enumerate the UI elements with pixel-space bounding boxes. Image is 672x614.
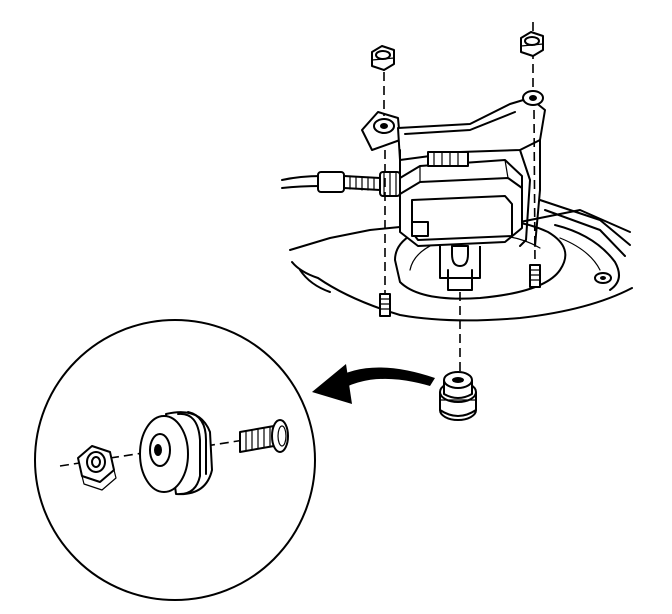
curved-arrow-icon [312, 364, 435, 404]
mounting-nut-right [520, 31, 544, 57]
detail-view [34, 319, 316, 601]
isolator-grommet [439, 371, 477, 421]
mounting-stud-left [379, 293, 391, 317]
detail-bolt [239, 419, 289, 453]
module-housing [399, 151, 523, 291]
detail-nut [77, 445, 117, 491]
detail-grommet [139, 411, 213, 496]
module-bracket [361, 90, 546, 247]
mounting-nut-left [371, 45, 395, 71]
control-cable [281, 171, 401, 197]
mounting-stud-right [529, 264, 541, 288]
